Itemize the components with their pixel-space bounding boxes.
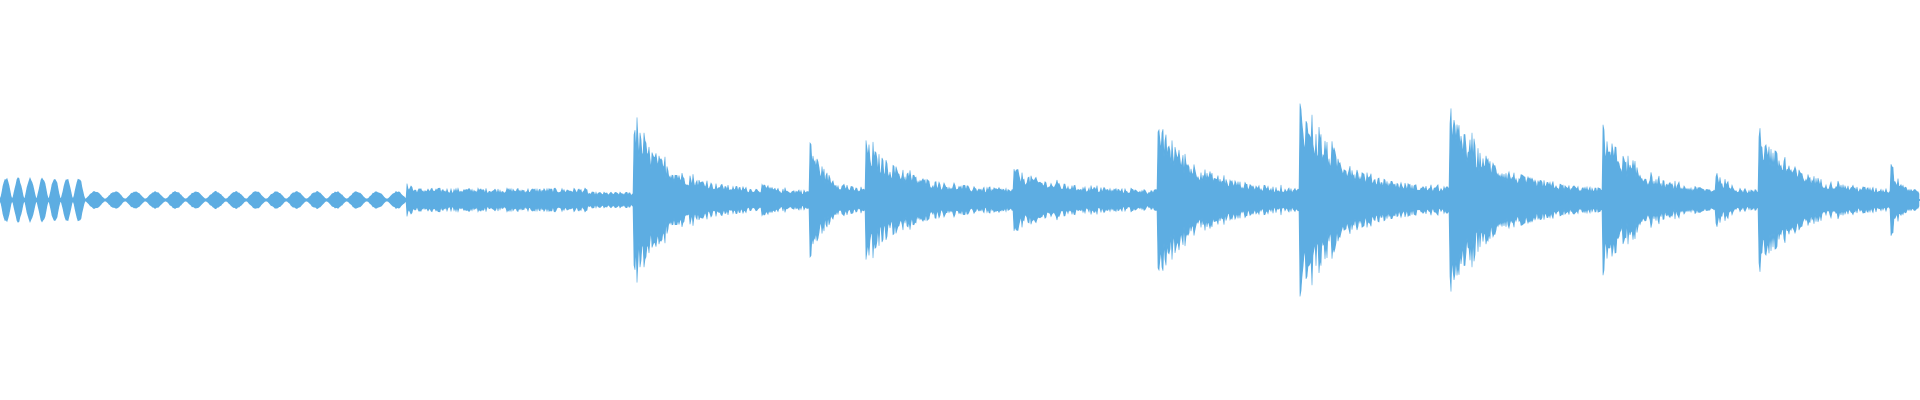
waveform-center-line (0, 199, 1920, 201)
